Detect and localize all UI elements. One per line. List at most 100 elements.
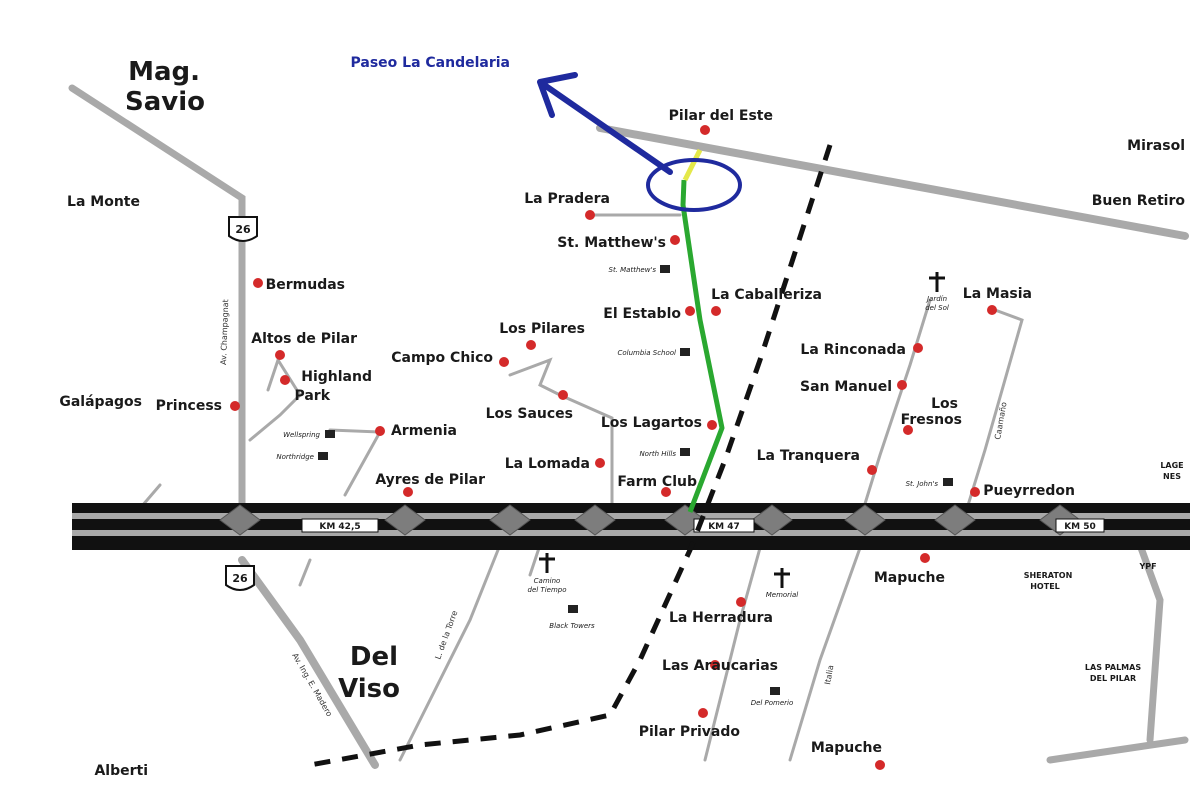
route-26-north-label: 26: [235, 223, 251, 236]
label-highland: Highland: [301, 369, 372, 385]
dot-princess[interactable]: [230, 401, 240, 411]
dot-las-araucarias[interactable]: [710, 660, 720, 670]
road-label-caamano: Caamaño: [993, 401, 1008, 440]
dot-mapuche-2[interactable]: [875, 760, 885, 770]
label-la-rinconada: La Rinconada: [800, 342, 906, 358]
school-label-st-johns: St. John's: [906, 480, 939, 488]
cross-icon: [539, 553, 555, 573]
cem-label-jardin-2: del Sol: [925, 304, 949, 312]
label-farm-club: Farm Club: [617, 474, 697, 490]
label-paseo-la-candelaria: Paseo La Candelaria: [351, 55, 511, 71]
label-pilar-privado: Pilar Privado: [639, 724, 741, 740]
route-highlight-ellipse: [646, 158, 742, 212]
cem-label-jardin-1: Jardín: [925, 295, 947, 303]
school-label-black-towers: Black Towers: [549, 622, 595, 630]
road-south-5: [1046, 736, 1189, 764]
road-south-1: [398, 543, 502, 762]
label-bermudas: Bermudas: [266, 277, 345, 293]
road-mag-savio: [68, 84, 246, 524]
dot-la-rinconada[interactable]: [913, 343, 923, 353]
dot-los-pilares[interactable]: [526, 340, 536, 350]
route-green: [680, 179, 725, 513]
label-lage-1: LAGE: [1160, 461, 1183, 470]
label-del-viso-2: Viso: [338, 674, 400, 704]
cemetery-icons: [539, 272, 945, 588]
dot-los-lagartos[interactable]: [707, 420, 717, 430]
school-icon: [660, 265, 670, 273]
label-galapagos: Galápagos: [59, 394, 142, 410]
label-del-viso-1: Del: [350, 642, 398, 672]
label-fresnos: Fresnos: [901, 412, 962, 428]
dot-el-establo[interactable]: [685, 306, 695, 316]
road-right-1: [963, 308, 1024, 517]
dot-pueyrredon[interactable]: [970, 487, 980, 497]
km-50-label: KM 50: [1064, 522, 1096, 532]
school-label-wellspring: Wellspring: [283, 431, 320, 439]
dot-farm-club[interactable]: [661, 487, 671, 497]
dot-pilar-privado[interactable]: [698, 708, 708, 718]
school-icons: [318, 265, 953, 695]
dot-los-fresnos[interactable]: [903, 425, 913, 435]
label-pueyrredon: Pueyrredon: [983, 483, 1075, 499]
dot-la-pradera[interactable]: [585, 210, 595, 220]
label-mag-savio-1: Mag.: [128, 57, 200, 87]
dot-ayres-de-pilar[interactable]: [403, 487, 413, 497]
school-icon: [680, 448, 690, 456]
school-icon: [770, 687, 780, 695]
road-ruta-26-south: [238, 556, 379, 769]
dot-armenia[interactable]: [375, 426, 385, 436]
label-st-matthews: St. Matthew's: [557, 235, 666, 251]
cem-label-memorial: Memorial: [766, 591, 799, 599]
dot-campo-chico[interactable]: [499, 357, 509, 367]
dot-mapuche[interactable]: [920, 553, 930, 563]
school-label-northridge: Northridge: [276, 453, 314, 461]
dot-los-sauces[interactable]: [558, 390, 568, 400]
label-san-manuel: San Manuel: [800, 379, 892, 395]
school-icon: [568, 605, 578, 613]
school-label-st-matthews: St. Matthew's: [609, 266, 657, 274]
cem-label-camino-1: Camino: [534, 577, 561, 585]
km-42-label: KM 42,5: [319, 522, 360, 532]
school-label-columbia: Columbia School: [617, 349, 676, 357]
label-armenia: Armenia: [391, 423, 457, 439]
dot-st-matthews[interactable]: [670, 235, 680, 245]
dot-san-manuel[interactable]: [897, 380, 907, 390]
dot-highland-park[interactable]: [280, 375, 290, 385]
dot-altos-de-pilar[interactable]: [275, 350, 285, 360]
label-las-palmas-2: DEL PILAR: [1090, 674, 1136, 683]
label-princess: Princess: [156, 398, 222, 414]
label-las-palmas-1: LAS PALMAS: [1085, 663, 1141, 672]
school-icon: [943, 478, 953, 486]
km-marker-50: [1055, 518, 1105, 533]
road-south-2: [703, 546, 762, 762]
route-26-shield-north: 26: [228, 216, 258, 242]
dot-la-tranquera[interactable]: [867, 465, 877, 475]
road-south-4: [1136, 541, 1164, 744]
label-mapuche: Mapuche: [874, 570, 945, 586]
school-icon: [318, 452, 328, 460]
dashed-boundary: [309, 144, 833, 768]
road-los-pilares: [508, 357, 614, 522]
highway-panamericana: [72, 503, 1190, 550]
cross-icon: [929, 272, 945, 292]
dot-la-herradura[interactable]: [736, 597, 746, 607]
dot-la-caballeriza[interactable]: [711, 306, 721, 316]
label-la-caballeriza: La Caballeriza: [711, 287, 822, 303]
school-icon: [325, 430, 335, 438]
label-park: Park: [294, 388, 330, 404]
route-yellow-marker: [682, 148, 703, 182]
label-mapuche-2: Mapuche: [811, 740, 882, 756]
km-marker-47: [693, 518, 755, 533]
label-buen-retiro: Buen Retiro: [1092, 193, 1186, 209]
dot-pilar-del-este[interactable]: [700, 125, 710, 135]
road-label-de-la-torre: L. de la Torre: [433, 609, 459, 660]
route-26-south-label: 26: [232, 572, 248, 585]
school-label-del-pomerio: Del Pomerio: [751, 699, 794, 707]
dot-bermudas[interactable]: [253, 278, 263, 288]
dot-la-lomada[interactable]: [595, 458, 605, 468]
road-armenia: [328, 428, 383, 497]
label-altos-de-pilar: Altos de Pilar: [251, 331, 357, 347]
dot-la-masia[interactable]: [987, 305, 997, 315]
